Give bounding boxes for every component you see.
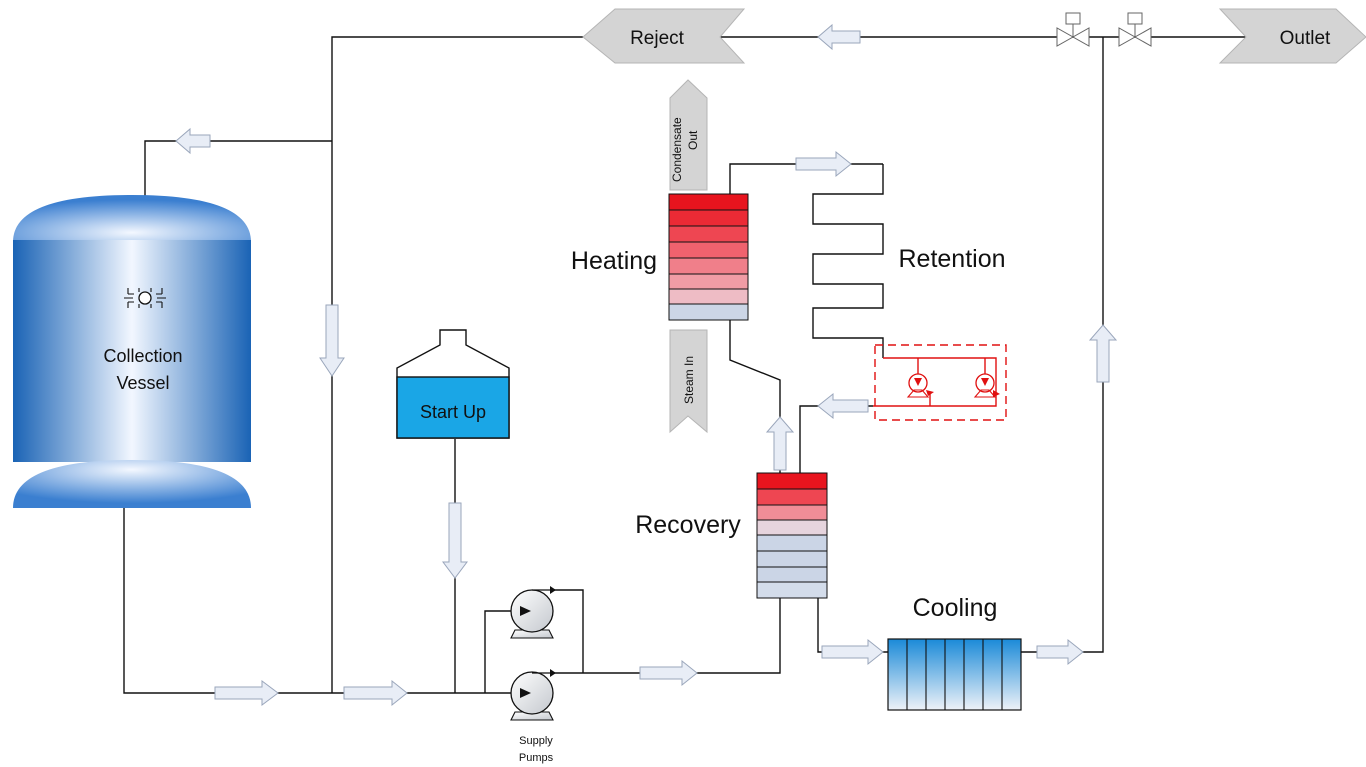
spray-nozzle-icon xyxy=(124,288,166,308)
retention-tube xyxy=(812,164,884,358)
steam-in-label: Steam In xyxy=(682,356,696,404)
centrifugal-pump-icon[interactable] xyxy=(510,586,556,639)
recovery-exchanger[interactable] xyxy=(756,472,828,599)
centrifugal-pump-icon[interactable] xyxy=(906,373,934,398)
flow-arrow-left xyxy=(817,392,869,420)
reject-label: Reject xyxy=(630,28,685,49)
flow-arrow-down xyxy=(319,304,345,377)
condensate-out-label-line2: Out xyxy=(686,130,700,150)
heating-label: Heating xyxy=(571,247,657,275)
flow-arrow-right xyxy=(821,638,884,666)
solenoid-valve-icon[interactable] xyxy=(1118,12,1152,47)
reject-tag-shape xyxy=(582,8,746,64)
booster-to-recovery-line xyxy=(799,405,873,473)
steam-in-tag: Steam In xyxy=(669,329,708,434)
cooling-outlet-riser xyxy=(1021,37,1104,653)
recovery-to-heating-line xyxy=(729,320,781,473)
flow-arrow-up xyxy=(1088,324,1118,383)
booster-pump-group[interactable] xyxy=(873,344,1007,421)
flow-arrow-up xyxy=(765,416,795,471)
condensate-out-label-line1: Condensate xyxy=(670,117,684,182)
vessel-bottom-dome xyxy=(13,460,251,508)
flow-arrow-right xyxy=(795,150,852,178)
cooling-exchanger[interactable] xyxy=(887,638,1022,711)
solenoid-valve-icon[interactable] xyxy=(1056,12,1090,47)
pump-discharge-line xyxy=(550,598,781,674)
outlet-label: Outlet xyxy=(1280,28,1331,49)
centrifugal-pump-icon[interactable] xyxy=(510,669,556,721)
collection-vessel-label-line1: Collection xyxy=(103,346,182,366)
retention-label: Retention xyxy=(898,245,1005,273)
pump-discharge-upper xyxy=(550,589,584,673)
flow-arrows xyxy=(175,23,1118,707)
flow-arrow-right xyxy=(343,679,408,707)
collection-vessel[interactable]: Collection Vessel xyxy=(13,195,251,508)
flow-arrow-left xyxy=(175,127,211,155)
outlet-tag-shape xyxy=(1218,8,1366,64)
flow-arrow-right xyxy=(1036,638,1084,666)
vessel-suction-line xyxy=(123,508,485,694)
supply-pumps-label-line2: Pumps xyxy=(519,752,554,764)
flow-arrow-left xyxy=(817,23,861,51)
booster-pump-frame xyxy=(874,344,1007,421)
startup-tank-label: Start Up xyxy=(420,402,486,422)
cooling-label: Cooling xyxy=(913,594,998,622)
startup-tank-liquid xyxy=(396,376,510,439)
vessel-top-dome xyxy=(13,195,251,242)
reject-tag: Reject xyxy=(582,8,746,64)
flow-arrow-right xyxy=(214,680,279,706)
reject-return-line xyxy=(331,36,583,693)
startup-tank[interactable]: Start Up xyxy=(396,329,510,439)
centrifugal-pump-icon[interactable] xyxy=(973,373,1000,398)
outlet-tag: Outlet xyxy=(1218,8,1366,64)
recovery-label: Recovery xyxy=(635,511,741,539)
collection-vessel-label-line2: Vessel xyxy=(116,373,169,393)
supply-pumps-label-line1: Supply xyxy=(519,735,553,747)
condensate-out-tag: Condensate Out xyxy=(669,79,708,191)
booster-loop-line xyxy=(873,357,997,407)
flow-arrow-right xyxy=(639,659,698,687)
recovery-to-cooling-line xyxy=(817,598,888,653)
heating-exchanger[interactable] xyxy=(668,193,749,321)
flow-arrow-down xyxy=(442,502,468,579)
vessel-body xyxy=(13,240,251,462)
